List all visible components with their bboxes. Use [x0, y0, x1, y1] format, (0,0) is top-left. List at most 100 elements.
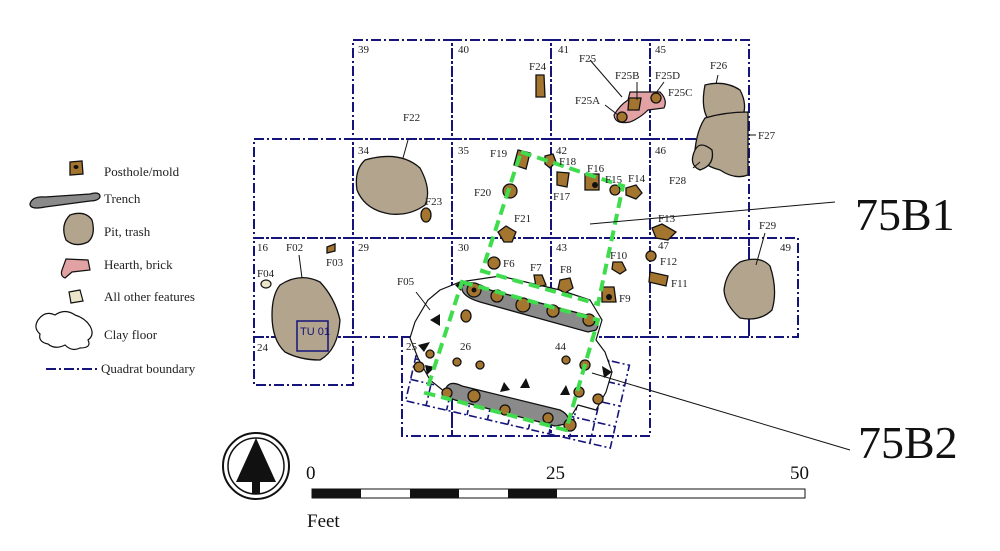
posthole-F7: [533, 274, 547, 288]
feature-label: F02: [286, 242, 303, 254]
feature-label: F28: [669, 175, 687, 187]
posthole-F6: [487, 256, 501, 270]
quadrat-label: 16: [257, 242, 269, 254]
structure-75B2-outline: [423, 279, 601, 433]
feature-label: F16: [587, 163, 605, 175]
quadrat-label: 47: [658, 240, 670, 252]
quadrat-label: 43: [556, 242, 568, 254]
posthole-F13: [651, 223, 678, 241]
posthole-F10: [611, 261, 627, 275]
feature-label: F12: [660, 256, 677, 268]
legend-hearth-label: Hearth, brick: [104, 257, 173, 272]
legend-clay-floor-label: Clay floor: [104, 327, 158, 342]
quadrat-label: 34: [358, 145, 370, 157]
posthole-F17: [556, 171, 570, 188]
feature-label: F20: [474, 187, 492, 199]
scale-unit-label: Feet: [307, 511, 340, 532]
quadrat-label: 29: [358, 242, 370, 254]
feature-label: F19: [490, 148, 508, 160]
test-unit-label: TU 01: [300, 326, 330, 338]
quadrat-labels: 39 40 41 45 34 35 42 46 16 29 30 43 47 4…: [257, 44, 792, 354]
test-unit-box: [296, 320, 329, 352]
scale-label-0: 0: [306, 463, 316, 484]
feature-label: F8: [560, 264, 572, 276]
quadrat-label: 49: [780, 242, 792, 254]
posthole-F15: [609, 184, 621, 196]
legend-quadrat-label: Quadrat boundary: [101, 361, 196, 376]
feature-label: F27: [758, 130, 776, 142]
feature-label: F25B: [615, 70, 639, 82]
feature-label: F11: [671, 278, 688, 290]
quadrat-label: 42: [556, 145, 567, 157]
scale-label-50: 50: [790, 463, 809, 484]
posthole-F11: [648, 271, 669, 287]
feature-label: F9: [619, 293, 631, 305]
postholes: [326, 74, 678, 432]
feature-label: F10: [610, 250, 628, 262]
feature-label: F04: [257, 268, 275, 280]
feature-label: F22: [403, 112, 420, 124]
pit-F22: [355, 155, 429, 215]
legend-clay-floor-icon: [35, 310, 93, 351]
feature-F04: [260, 279, 272, 289]
quadrat-label: 30: [458, 242, 470, 254]
north-arrow-icon: [222, 432, 290, 500]
posthole-F14: [625, 184, 643, 200]
feature-label: F25D: [655, 70, 680, 82]
pit-F29: [723, 258, 776, 320]
quadrat-label: 24: [257, 342, 269, 354]
legend-pit-label: Pit, trash: [104, 224, 151, 239]
scale-label-25: 25: [546, 463, 565, 484]
posthole-F25A: [616, 111, 628, 123]
feature-label: F15: [605, 174, 623, 186]
feature-label: F21: [514, 213, 531, 225]
feature-label: F24: [529, 61, 547, 73]
feature-label: F25C: [668, 87, 692, 99]
legend-pit-icon: [63, 212, 94, 246]
legend-trench-label: Trench: [104, 191, 141, 206]
feature-label: F6: [503, 258, 515, 270]
feature-label: F14: [628, 173, 646, 185]
posthole-F21: [497, 225, 517, 243]
feature-labels: F22 F23 F24 F25 F25B F25D F25C F25A F26 …: [257, 53, 777, 305]
posthole-F03: [326, 243, 336, 254]
feature-label: F03: [326, 257, 344, 269]
quadrat-label: 44: [555, 341, 567, 353]
posthole-F25B: [627, 97, 642, 111]
quadrat-label: 46: [655, 145, 667, 157]
feature-label: F18: [559, 156, 577, 168]
feature-label: F7: [530, 262, 542, 274]
quadrat-blank: [253, 138, 354, 239]
feature-label: F25: [579, 53, 597, 65]
quadrat-49: [748, 237, 799, 338]
quadrat-label: 41: [558, 44, 569, 56]
feature-label: F29: [759, 220, 777, 232]
quadrat-label: 35: [458, 145, 470, 157]
feature-label: F25A: [575, 95, 600, 107]
pit-F02: [271, 277, 341, 361]
leader-lines: [298, 59, 851, 451]
posthole-F12: [645, 250, 657, 262]
structure-label-75B2: 75B2: [858, 417, 958, 468]
quadrat-label: 39: [358, 44, 370, 56]
legend-other-feature-icon: [68, 289, 84, 304]
structure-75B1-outline: [479, 149, 626, 307]
quadrat-label: 26: [460, 341, 472, 353]
feature-label: F23: [425, 196, 443, 208]
legend-trench-icon: [29, 192, 101, 209]
structure-label-75B1: 75B1: [855, 189, 955, 240]
legend: Posthole/mold Trench Pit, trash Hearth, …: [29, 160, 196, 376]
quadrat-label: 25: [406, 341, 418, 353]
legend-hearth-icon: [60, 258, 91, 279]
legend-posthole-label: Posthole/mold: [104, 164, 180, 179]
posthole-F8: [557, 277, 574, 294]
feature-label: F05: [397, 276, 415, 288]
posthole-F24: [535, 74, 546, 98]
posthole-F23: [420, 207, 432, 223]
feature-label: F13: [658, 213, 676, 225]
feature-label: F17: [553, 191, 571, 203]
quadrat-label: 45: [655, 44, 667, 56]
legend-other-feature-label: All other features: [104, 289, 195, 304]
posthole-F25C: [650, 92, 662, 104]
